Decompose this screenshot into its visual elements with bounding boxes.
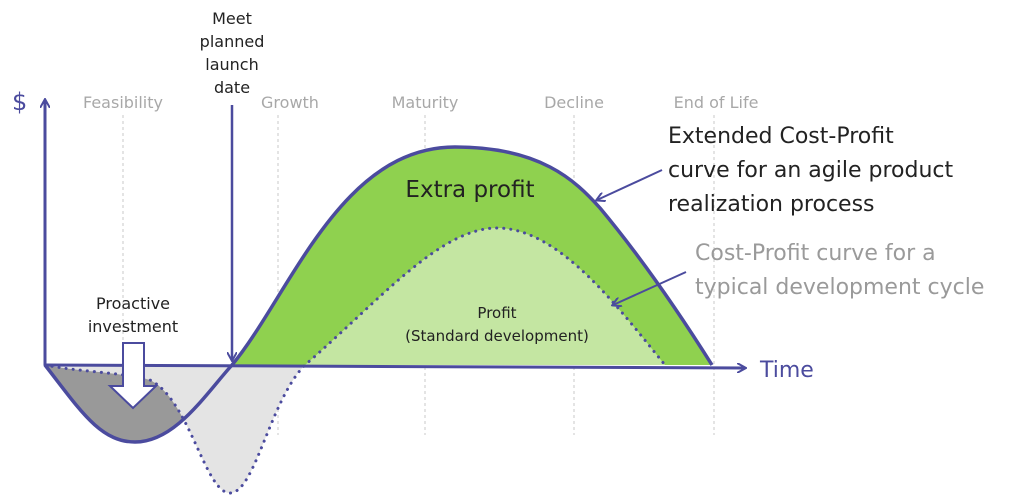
phase-maturity: Maturity (392, 93, 459, 112)
svg-text:Proactive: Proactive (96, 294, 170, 313)
down-arrow-icon (107, 342, 159, 410)
extended-cost-profit-curve (43, 145, 714, 444)
svg-text:Profit: Profit (477, 304, 516, 322)
launch-date-label: Meet planned launch date (200, 9, 265, 97)
svg-text:date: date (214, 78, 250, 97)
svg-text:launch: launch (205, 55, 258, 74)
extended-curve-label: Extended Cost-Profit curve for an agile … (668, 124, 953, 217)
svg-text:Extended Cost-Profit: Extended Cost-Profit (668, 124, 894, 149)
svg-text:Meet: Meet (212, 9, 252, 28)
svg-text:typical development cycle: typical development cycle (695, 275, 984, 300)
typical-curve-pointer (613, 271, 687, 305)
standard-profit-area (305, 228, 665, 365)
phase-decline: Decline (544, 93, 604, 112)
x-axis-label: Time (759, 358, 814, 383)
typical-curve-label: Cost-Profit curve for a typical developm… (695, 241, 984, 300)
phase-feasibility: Feasibility (83, 93, 163, 112)
extended-curve-pointer (597, 169, 663, 200)
y-axis-label: $ (12, 88, 27, 116)
profit-label: Profit (Standard development) (405, 304, 589, 345)
cost-area (45, 365, 305, 493)
x-axis (44, 365, 745, 368)
phase-end-of-life: End of Life (674, 93, 759, 112)
extra-profit-label: Extra profit (405, 177, 534, 203)
svg-text:investment: investment (88, 317, 178, 336)
svg-text:(Standard development): (Standard development) (405, 327, 589, 345)
svg-text:curve for an agile product: curve for an agile product (668, 158, 953, 183)
svg-text:planned: planned (200, 32, 265, 51)
phase-growth: Growth (261, 93, 319, 112)
svg-text:Cost-Profit curve for a: Cost-Profit curve for a (695, 241, 936, 266)
svg-text:realization process: realization process (668, 192, 875, 217)
proactive-investment-label: Proactive investment (88, 294, 178, 336)
typical-cost-profit-curve (43, 226, 667, 495)
